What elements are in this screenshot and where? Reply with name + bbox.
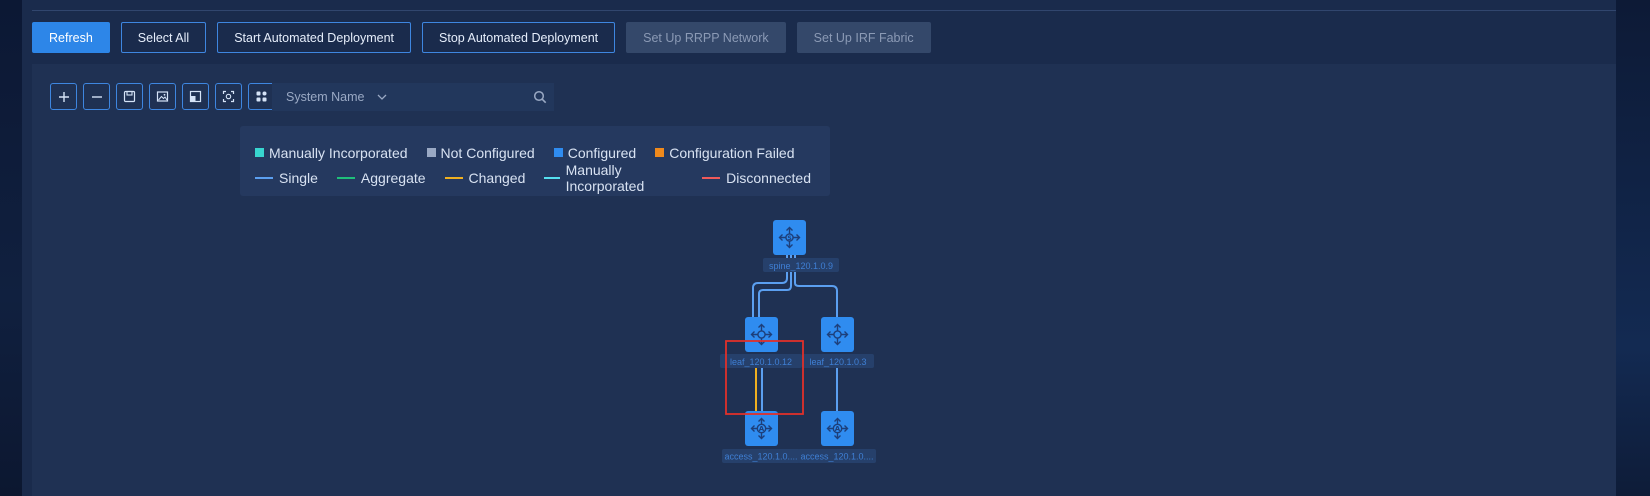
selection-highlight-box bbox=[725, 340, 804, 415]
background-right bbox=[1616, 0, 1650, 496]
link-legend-row: Single Aggregate Changed Manually Incorp… bbox=[255, 162, 830, 194]
legend-label: Aggregate bbox=[360, 169, 426, 186]
save-icon[interactable] bbox=[116, 83, 143, 110]
svg-text:A: A bbox=[835, 425, 841, 433]
legend-label: Not Configured bbox=[440, 144, 535, 161]
action-toolbar: Refresh Select All Start Automated Deplo… bbox=[32, 22, 931, 54]
swatch-manually-incorporated bbox=[255, 148, 264, 157]
topology-node[interactable]: leaf_120.1.0.12 bbox=[720, 317, 802, 368]
background-left bbox=[0, 0, 22, 496]
line-disconnected bbox=[702, 176, 721, 179]
legend-item: Manually Incorporated bbox=[255, 145, 408, 161]
legend-label: Configuration Failed bbox=[669, 144, 795, 161]
swatch-configured bbox=[553, 148, 563, 157]
swatch-not-configured bbox=[426, 148, 436, 157]
link-spine-leaf1[interactable] bbox=[752, 255, 788, 317]
legend-item: Configured bbox=[553, 144, 637, 161]
select-all-button[interactable]: Select All bbox=[120, 22, 207, 53]
export-image-icon[interactable] bbox=[149, 83, 176, 110]
legend-item: Aggregate bbox=[336, 169, 426, 186]
legend-item: Disconnected bbox=[702, 170, 811, 186]
zoom-in-icon[interactable] bbox=[50, 83, 77, 110]
line-single bbox=[255, 176, 273, 179]
node-label: spine_120.1.0.9 bbox=[769, 261, 833, 271]
line-changed bbox=[444, 176, 463, 179]
setup-rrpp-button[interactable]: Set Up RRPP Network bbox=[626, 22, 786, 53]
node-label: access_120.1.0.... bbox=[724, 452, 797, 462]
legend-label: Disconnected bbox=[726, 169, 811, 186]
setup-irf-button[interactable]: Set Up IRF Fabric bbox=[796, 22, 931, 53]
refresh-button[interactable]: Refresh bbox=[32, 22, 110, 53]
deployment-panel: Refresh Select All Start Automated Deplo… bbox=[22, 0, 1616, 496]
node-label: leaf_120.1.0.3 bbox=[809, 357, 866, 367]
restore-layout-icon[interactable] bbox=[182, 83, 209, 110]
chevron-down-icon bbox=[377, 94, 386, 100]
search-field-select[interactable]: System Name bbox=[272, 90, 392, 104]
topology-graph: S spine_120.1.0.9 leaf_120.1.0.12 bbox=[720, 220, 876, 463]
search-icon[interactable] bbox=[526, 90, 554, 104]
topology-node[interactable]: A access_120.1.0.... bbox=[722, 411, 800, 463]
line-aggregate bbox=[336, 176, 355, 179]
legend-label: Configured bbox=[567, 144, 637, 161]
fit-view-icon[interactable] bbox=[215, 83, 242, 110]
legend-item: Not Configured bbox=[426, 144, 535, 161]
legend-label: Single bbox=[279, 169, 318, 186]
legend-label: Manually Incorporated bbox=[565, 161, 645, 194]
node-label: access_120.1.0.... bbox=[800, 452, 873, 462]
line-manually-incorporated bbox=[544, 176, 560, 179]
legend-item: Configuration Failed bbox=[655, 144, 795, 161]
topology-legend: Manually Incorporated Not Configured Con… bbox=[240, 126, 830, 196]
layout-icon[interactable] bbox=[248, 83, 275, 110]
canvas-tools bbox=[50, 83, 275, 110]
divider bbox=[32, 10, 1616, 11]
legend-label: Manually Incorporated bbox=[269, 144, 408, 161]
topology-node[interactable]: leaf_120.1.0.3 bbox=[802, 317, 874, 368]
svg-text:S: S bbox=[787, 235, 791, 242]
legend-item: Single bbox=[255, 170, 318, 186]
search-field-label: System Name bbox=[286, 90, 365, 104]
legend-item: Manually Incorporated bbox=[544, 162, 683, 194]
start-deployment-button[interactable]: Start Automated Deployment bbox=[217, 22, 412, 53]
link-spine-leaf2[interactable] bbox=[794, 255, 838, 317]
topology-node[interactable]: A access_120.1.0.... bbox=[798, 411, 876, 463]
links bbox=[752, 255, 838, 411]
svg-text:A: A bbox=[759, 425, 765, 433]
search-bar: System Name bbox=[272, 83, 554, 111]
legend-label: Changed bbox=[468, 169, 526, 186]
topology-canvas[interactable]: System Name Manually Incorporated Not Co… bbox=[32, 64, 1616, 496]
link-spine-leaf1[interactable] bbox=[758, 255, 792, 317]
topology-node[interactable]: S spine_120.1.0.9 bbox=[763, 220, 839, 272]
zoom-out-icon[interactable] bbox=[83, 83, 110, 110]
stop-deployment-button[interactable]: Stop Automated Deployment bbox=[422, 22, 616, 53]
legend-item: Changed bbox=[444, 169, 526, 186]
node-legend-row: Manually Incorporated Not Configured Con… bbox=[255, 140, 830, 165]
node-label: leaf_120.1.0.12 bbox=[730, 357, 792, 367]
swatch-configuration-failed bbox=[655, 148, 665, 157]
